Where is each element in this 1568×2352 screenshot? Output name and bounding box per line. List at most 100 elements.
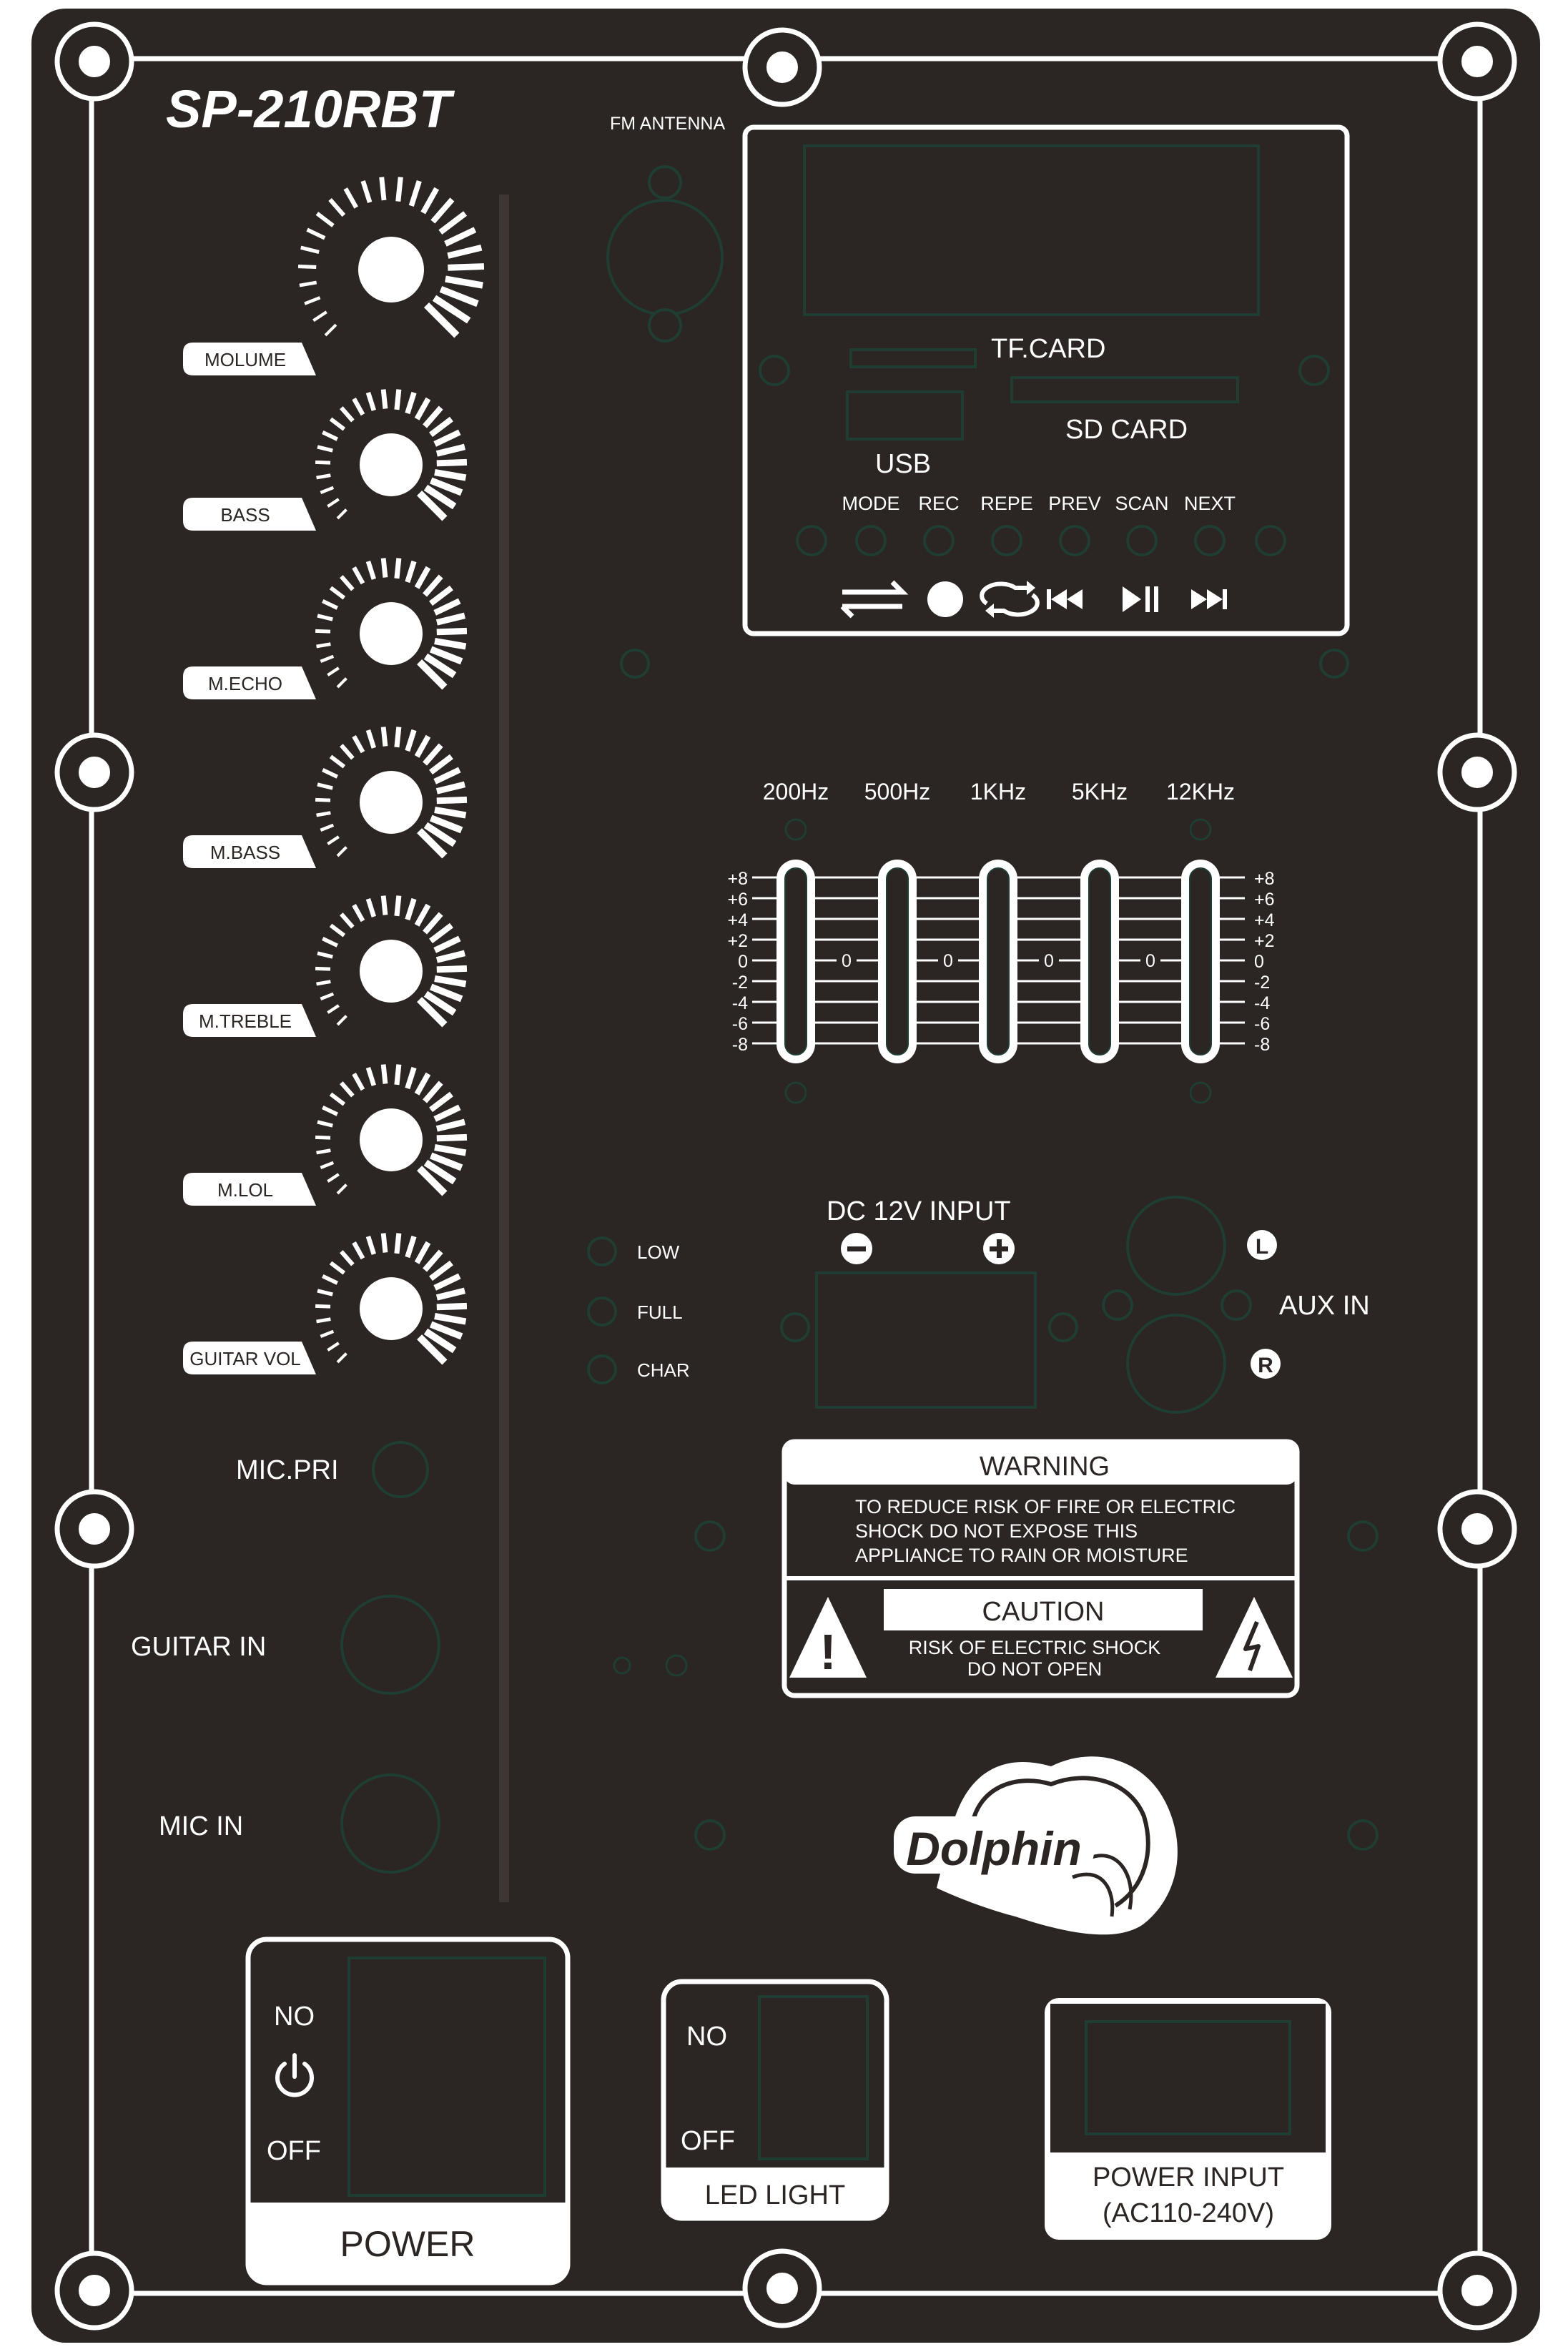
player-button-label-prev: PREV: [1048, 493, 1101, 514]
dc-input-socket[interactable]: [815, 1271, 1037, 1409]
power-off-label: OFF: [267, 2136, 321, 2166]
dc-input-label: DC 12V INPUT: [827, 1196, 1011, 1226]
power-input-socket[interactable]: [1085, 2020, 1291, 2135]
lightning-bolt-icon: [1243, 1620, 1261, 1671]
knob-label-tag: [183, 343, 316, 375]
player-button[interactable]: [1126, 525, 1158, 556]
knob-scale-tick: [316, 1148, 331, 1155]
power-input-range: (AC110-240V): [1103, 2198, 1274, 2228]
player-button[interactable]: [1059, 525, 1090, 556]
knob-scale-tick: [322, 1105, 338, 1116]
player-button[interactable]: [1255, 525, 1286, 556]
knob-scale-tick: [340, 575, 355, 591]
knob-scale-tick: [436, 796, 468, 804]
guitar-in-jack[interactable]: [340, 1595, 440, 1695]
knob-dial[interactable]: [360, 771, 423, 834]
knob-dial[interactable]: [360, 433, 423, 496]
knob-scale-tick: [315, 1304, 331, 1309]
knob-scale-tick: [394, 389, 402, 410]
mount-hole: [1459, 754, 1496, 791]
knob-scale-tick: [317, 951, 333, 959]
knob-scale-tick: [436, 1133, 468, 1142]
player-button[interactable]: [923, 525, 955, 556]
player-button[interactable]: [991, 525, 1022, 556]
knob-scale-tick: [394, 1233, 402, 1254]
power-switch-block: POWER NO OFF: [245, 1937, 571, 2285]
knob-dial[interactable]: [360, 1277, 423, 1340]
player-button[interactable]: [855, 525, 887, 556]
knob-scale-tick: [423, 302, 460, 338]
knob-dial[interactable]: [360, 602, 423, 665]
sd-card-slot[interactable]: [1010, 376, 1239, 403]
eq-scale-left: -4: [732, 993, 748, 1013]
warning-line-1: TO REDUCE RISK OF FIRE OR ELECTRIC: [855, 1496, 1236, 1517]
eq-scale-left: +6: [727, 890, 748, 910]
knob-scale-tick: [435, 612, 466, 626]
eq-band-label: 1KHz: [970, 779, 1026, 804]
eq-band-label: 500Hz: [864, 779, 931, 804]
knob-scale-tick: [329, 923, 346, 938]
knob-scale-tick: [417, 997, 448, 1028]
knob-column: MOLUMEBASSM.ECHOM.BASSM.TREBLEM.LOLGUITA…: [183, 177, 485, 1374]
mount-hole: [76, 754, 113, 791]
knob-scale-tick: [343, 187, 358, 209]
eq-slider-slot: [886, 867, 909, 1056]
caution-line-2: DO NOT OPEN: [967, 1658, 1103, 1680]
indicator-led-full: [587, 1296, 617, 1327]
eq-scale-left: +4: [727, 910, 748, 930]
eq-scale-right: -2: [1254, 973, 1270, 993]
eq-center-label: 0: [1145, 951, 1155, 971]
knob-scale-tick: [423, 1081, 443, 1103]
power-rocker-switch[interactable]: [347, 1957, 546, 2197]
knob-label-tag: [183, 835, 316, 868]
knob-scale-tick: [320, 486, 335, 494]
player-button-label-rec: REC: [918, 493, 959, 514]
knob-scale-tick: [423, 1249, 443, 1272]
knob-scale-tick: [394, 558, 402, 579]
mic-pri-jack[interactable]: [372, 1441, 429, 1498]
aux-left-jack[interactable]: [1126, 1196, 1226, 1296]
knob-3: M.ECHO: [183, 558, 468, 699]
led-on-label: NO: [686, 2022, 727, 2052]
knob-scale-tick: [423, 912, 443, 935]
knob-scale-tick: [327, 835, 340, 845]
screw-hole: [1189, 818, 1212, 841]
knob-dial[interactable]: [360, 940, 423, 1003]
eq-slider-slot: [1189, 867, 1212, 1056]
led-rocker-switch[interactable]: [758, 1995, 869, 2160]
swap-arrows-icon: [840, 580, 909, 619]
eq-scale-left: -2: [732, 973, 748, 993]
mic-in-jack[interactable]: [340, 1773, 440, 1874]
knob-scale-tick: [433, 598, 461, 616]
knob-dial[interactable]: [360, 1108, 423, 1171]
player-button[interactable]: [1194, 525, 1226, 556]
fm-antenna-label: FM ANTENNA: [610, 114, 725, 134]
knob-scale-tick: [417, 828, 448, 859]
repeat-icon: [980, 581, 1040, 618]
knob-scale-tick: [322, 430, 338, 441]
power-label: POWER: [340, 2224, 475, 2264]
knob-scale-tick: [380, 389, 388, 409]
aux-in-label: AUX IN: [1279, 1291, 1370, 1321]
knob-scale-tick: [380, 1233, 388, 1253]
mount-hole: [1459, 43, 1496, 80]
knob-1: MOLUME: [183, 177, 485, 375]
knob-scale-tick: [405, 1066, 417, 1090]
player-button[interactable]: [796, 525, 827, 556]
lightning-triangle-icon: [1216, 1597, 1293, 1678]
caution-title: CAUTION: [982, 1597, 1105, 1627]
knob-scale-tick: [435, 1118, 466, 1132]
knob-scale-tick: [329, 417, 346, 431]
fm-antenna-socket[interactable]: [606, 165, 724, 343]
knob-scale-tick: [317, 614, 333, 621]
usb-port[interactable]: [846, 390, 964, 441]
player-button-label-scan: SCAN: [1115, 493, 1168, 514]
knob-scale-tick: [405, 729, 417, 752]
knob-scale-tick: [365, 560, 377, 580]
knob-scale-tick: [435, 1287, 466, 1301]
knob-dial[interactable]: [358, 237, 424, 302]
aux-right-jack[interactable]: [1126, 1314, 1226, 1414]
knob-scale-tick: [423, 653, 457, 679]
tf-card-slot[interactable]: [849, 348, 977, 368]
knob-scale-tick: [433, 1104, 461, 1122]
